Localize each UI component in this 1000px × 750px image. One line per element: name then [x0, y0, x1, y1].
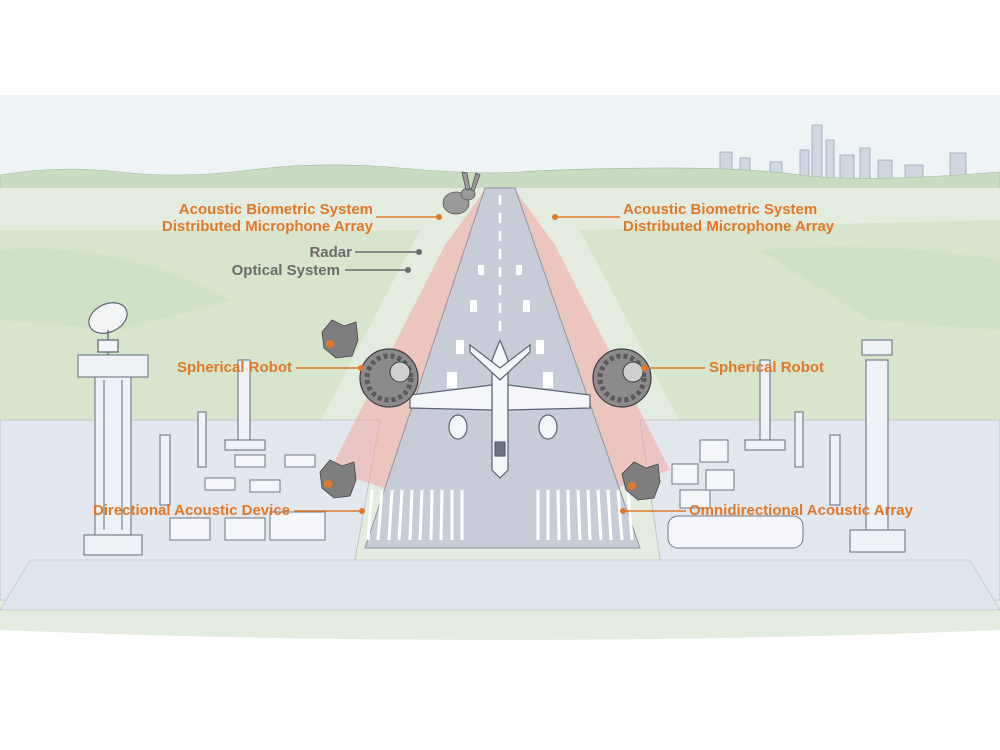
wolf-head-icon — [319, 459, 357, 499]
control-tower-icon — [77, 354, 149, 556]
label-acoustic-right-line2: Distributed Microphone Array — [623, 218, 835, 235]
callout-spherical-robot-right: Spherical Robot — [709, 359, 825, 376]
callout-leader-lines — [294, 214, 705, 514]
tree-line — [0, 164, 1000, 191]
callout-optical-system: Optical System — [231, 262, 340, 279]
callout-radar: Radar — [309, 244, 352, 261]
sensor-mast-right — [744, 339, 906, 553]
ground-vehicles-left — [169, 454, 326, 541]
airplane-icon — [409, 338, 591, 479]
spherical-robot-icon — [359, 348, 419, 408]
callout-acoustic-biometric-right: Acoustic Biometric System Distributed Mi… — [623, 201, 834, 235]
wolf-head-icon — [621, 461, 661, 501]
threshold-stripes — [366, 489, 634, 541]
callout-directional-acoustic-device: Directional Acoustic Device — [92, 502, 290, 519]
spherical-robot-icon — [592, 348, 652, 408]
callout-acoustic-biometric-left: Acoustic Biometric System Distributed Mi… — [162, 201, 373, 235]
radar-dish-icon — [88, 302, 128, 355]
runway-side-marks — [447, 265, 553, 388]
label-acoustic-left-line1: Acoustic Biometric System — [178, 201, 373, 218]
sensor-beam-right — [515, 190, 670, 500]
ground-vehicles-right — [667, 439, 804, 549]
callout-omnidirectional-acoustic-array: Omnidirectional Acoustic Array — [689, 502, 913, 519]
callout-spherical-robot-left: Spherical Robot — [176, 359, 292, 376]
label-acoustic-left-line2: Distributed Microphone Array — [161, 218, 373, 235]
label-acoustic-right-line1: Acoustic Biometric System — [623, 201, 818, 218]
rabbit-icon — [442, 171, 481, 215]
sensor-beam-left — [330, 190, 485, 500]
wolf-head-icon — [321, 319, 359, 359]
